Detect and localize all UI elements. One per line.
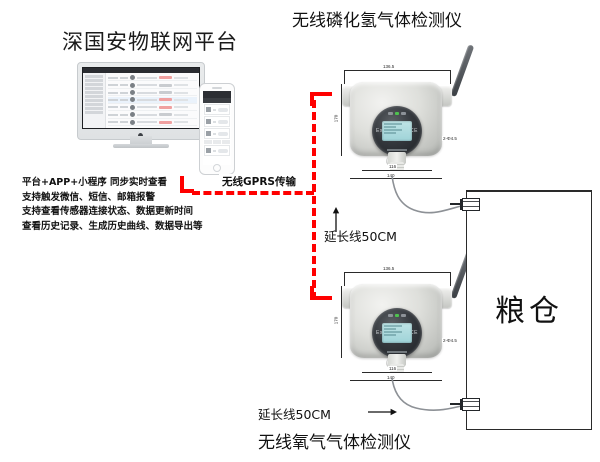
silo-outline xyxy=(466,190,592,430)
ce-marking: CE xyxy=(410,128,418,134)
table-row xyxy=(107,104,197,112)
feature-line: 查看历史记录、生成历史曲线、数据导出等 xyxy=(22,220,203,232)
silo-probe-bottom xyxy=(450,398,480,411)
status-leds xyxy=(388,112,407,115)
gprs-branch-bottom xyxy=(310,296,332,300)
monitor-stand-neck xyxy=(130,136,152,146)
dim-bottom-outer-text: 140 xyxy=(386,173,396,178)
detector-display-face: Ex CE xyxy=(372,106,422,156)
monitor-screen xyxy=(82,67,200,129)
ce-marking: CE xyxy=(410,330,418,336)
phone-home-button xyxy=(213,164,221,172)
lcd-screen xyxy=(382,121,412,141)
gprs-trunk-top-corner xyxy=(310,92,314,106)
monitor-dashboard xyxy=(83,73,199,128)
detector-neck xyxy=(388,152,406,164)
phone-body xyxy=(199,83,235,175)
dim-hole-text: 2-Φ4.5 xyxy=(442,338,458,343)
dim-width-line xyxy=(344,272,450,273)
gprs-vertical-dashed xyxy=(312,100,316,300)
dim-height-text: 170 xyxy=(333,113,339,124)
dim-width-text: 136.5 xyxy=(382,266,396,271)
table-row xyxy=(107,90,197,97)
dim-bottom-inner-text: 116 xyxy=(388,164,398,169)
gprs-left-corner-vertical xyxy=(180,176,184,193)
platform-title: 深国安物联网平台 xyxy=(62,30,238,54)
dim-width-text: 136.5 xyxy=(382,64,396,69)
monitor-stand-foot xyxy=(113,144,169,148)
ex-marking: Ex xyxy=(376,330,383,336)
silo-probe-top xyxy=(450,198,480,211)
dim-height-line xyxy=(341,84,342,156)
status-leds xyxy=(388,314,407,317)
detector-display-face: Ex CE xyxy=(372,308,422,358)
phone-screen xyxy=(203,91,231,165)
probe-stem xyxy=(450,203,463,205)
gprs-left-corner-horizontal xyxy=(180,189,194,193)
bottom-extension-label: 延长线50CM xyxy=(258,407,331,422)
probe-stem xyxy=(450,403,463,405)
dim-tick xyxy=(344,272,345,286)
dim-bottom-outer-text: 140 xyxy=(386,375,396,380)
top-extension-label: 延长线50CM xyxy=(324,229,397,244)
monitor-bezel xyxy=(77,62,205,140)
detector-neck xyxy=(388,354,406,366)
list-item xyxy=(204,128,230,139)
table-row xyxy=(107,112,197,119)
phone-speaker xyxy=(212,87,222,89)
dim-height-text: 170 xyxy=(333,315,339,326)
top-extension-arrow-head xyxy=(332,207,340,214)
monitor-sidebar xyxy=(83,73,106,128)
list-item xyxy=(204,104,230,115)
list-item xyxy=(204,145,230,156)
monitor-table xyxy=(106,73,199,128)
feature-line: 支持查看传感器连接状态、数据更新时间 xyxy=(22,206,194,217)
bottom-device-title: 无线氧气气体检测仪 xyxy=(258,433,411,453)
dim-tick xyxy=(450,70,451,84)
dim-bottom-inner-line xyxy=(362,170,432,171)
dim-bottom-outer-line xyxy=(350,178,442,179)
phone-navbar xyxy=(203,91,231,98)
dim-height-line xyxy=(341,286,342,358)
wireless-phosphine-gas-detector: Ex CE 136.5 170 116 140 2-Φ4.5 xyxy=(322,44,475,200)
face-subtext xyxy=(387,351,407,353)
phone-tabbar xyxy=(203,98,231,103)
silo-label: 粮仓 xyxy=(495,294,563,329)
ex-marking: Ex xyxy=(376,128,383,134)
table-row xyxy=(107,82,197,89)
dim-bottom-outer-line xyxy=(350,380,442,381)
dim-bottom-inner-line xyxy=(362,372,432,373)
table-row xyxy=(107,75,197,82)
dim-bottom-inner-text: 116 xyxy=(388,366,398,371)
antenna-icon xyxy=(450,44,475,98)
grain-silo: 粮仓 xyxy=(450,190,592,430)
phone-chip-row xyxy=(204,140,230,144)
probe-body xyxy=(462,198,480,211)
bottom-extension-arrow-head xyxy=(390,408,397,416)
table-row xyxy=(107,119,197,126)
wireless-oxygen-gas-detector: Ex CE 136.5 170 116 140 2-Φ4.5 xyxy=(322,246,475,402)
desktop-monitor-illustration xyxy=(77,62,205,148)
dim-tick xyxy=(450,272,451,286)
probe-flange xyxy=(460,199,463,210)
probe-body xyxy=(462,398,480,411)
list-item xyxy=(204,116,230,127)
probe-flange xyxy=(460,399,463,410)
monitor-topbar xyxy=(83,68,199,73)
feature-line: 支持触发微信、短信、邮箱报警 xyxy=(22,191,156,203)
gprs-horizontal-dashed xyxy=(192,191,314,195)
gprs-branch-top xyxy=(310,92,332,96)
feature-line: 平台+APP+小程序 同步实时查看 xyxy=(22,177,168,188)
gprs-transmission-label: 无线GPRS传输 xyxy=(219,174,299,189)
lcd-screen xyxy=(382,323,412,343)
dim-tick xyxy=(344,70,345,84)
table-row xyxy=(107,97,197,104)
platform-feature-list: 平台+APP+小程序 同步实时查看 支持触发微信、短信、邮箱报警 支持查看传感器… xyxy=(22,176,237,234)
smartphone-illustration xyxy=(199,83,235,175)
gprs-trunk-bottom-corner xyxy=(310,286,314,300)
dim-width-line xyxy=(344,70,450,71)
dim-hole-text: 2-Φ4.5 xyxy=(442,136,458,141)
face-subtext xyxy=(387,149,407,151)
top-device-title: 无线磷化氢气体检测仪 xyxy=(292,11,462,31)
